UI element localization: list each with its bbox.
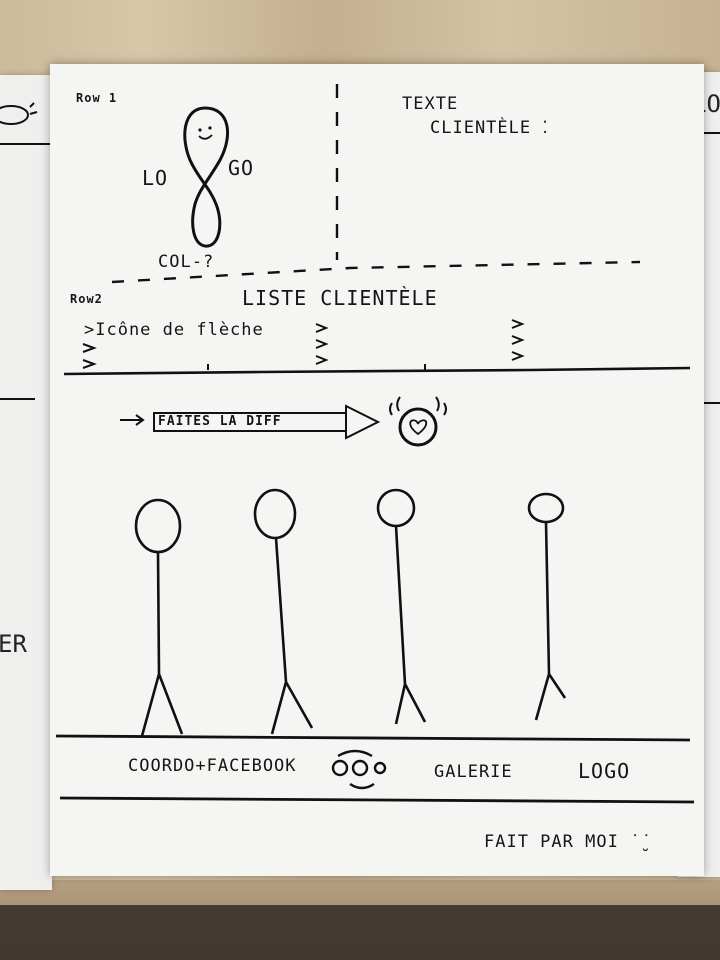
client-list-title: LISTE CLIENTÈLE bbox=[242, 286, 438, 310]
footer-item-gallery: GALERIE bbox=[434, 762, 513, 782]
divider bbox=[696, 402, 720, 404]
person-figure bbox=[253, 488, 314, 735]
sketch-icon bbox=[0, 102, 38, 125]
floor-shadow bbox=[0, 905, 720, 960]
arrow-icon-note: >Icône de flèche bbox=[84, 320, 264, 340]
wireframe-sheet: Row 1 LO GO COL-? TEXTE CLIENTÈLE ⁚ Row2… bbox=[50, 64, 704, 876]
logo-right-text: GO bbox=[228, 156, 255, 180]
person-figure bbox=[134, 498, 184, 737]
chevron-right-icon bbox=[82, 343, 97, 369]
signature: FAIT PAR MOI ˙̮˙ bbox=[484, 832, 653, 852]
logo-figure-eight bbox=[183, 84, 339, 260]
chevron-right-icon bbox=[315, 323, 329, 365]
client-list-arrows bbox=[63, 319, 691, 376]
logo-color-note: COL-? bbox=[158, 252, 215, 272]
row2-label: Row2 bbox=[70, 292, 103, 306]
footer-item-contact: COORDO+FACEBOOK bbox=[128, 756, 297, 776]
chevron-right-icon bbox=[511, 319, 525, 361]
carousel-dots-icon bbox=[331, 749, 387, 790]
banner-arrow bbox=[120, 396, 447, 447]
footer-lines bbox=[55, 734, 695, 804]
person-figure bbox=[527, 492, 567, 721]
client-text-line2: CLIENTÈLE ⁚ bbox=[430, 118, 549, 138]
row1-label: Row 1 bbox=[76, 91, 118, 105]
row-divider-dashed bbox=[111, 260, 641, 284]
client-text-line1: TEXTE bbox=[402, 94, 459, 114]
left-partial-sheet: ER bbox=[0, 75, 52, 890]
heart-icon bbox=[389, 396, 447, 447]
divider bbox=[0, 398, 35, 400]
footer-item-logo: LOGO bbox=[578, 759, 631, 783]
partial-letters: ER bbox=[0, 630, 27, 658]
banner-text: FAITES LA DIFF bbox=[158, 414, 282, 429]
person-figure bbox=[376, 488, 427, 725]
divider bbox=[0, 143, 52, 145]
logo-left-text: LO bbox=[142, 166, 169, 190]
stick-figures bbox=[134, 488, 567, 737]
